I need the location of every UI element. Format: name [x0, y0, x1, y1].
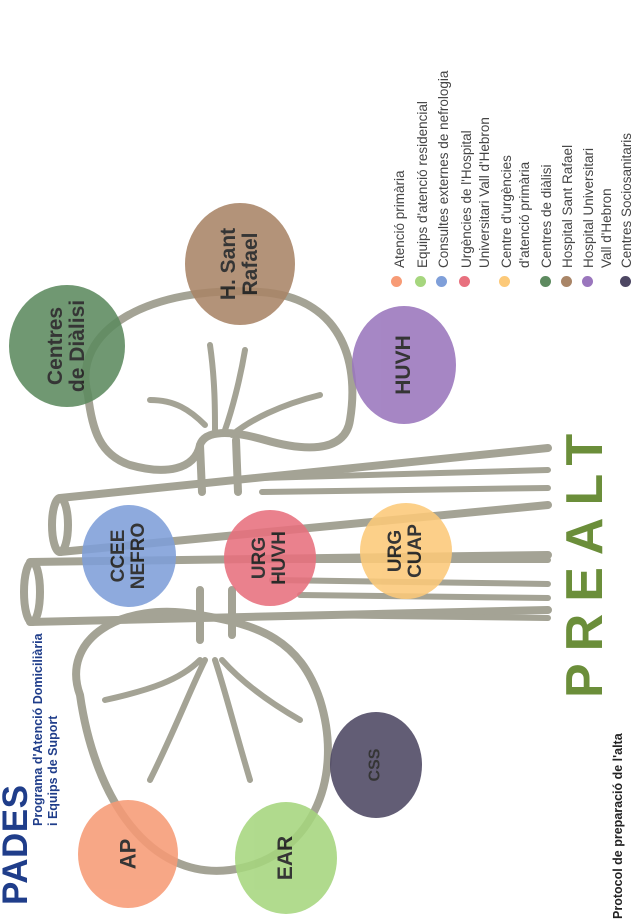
- node-ear[interactable]: EAR: [235, 802, 337, 914]
- legend-label-hospital-universitari-line1: Hospital Universitari: [582, 148, 596, 268]
- node-ccee-nefro-line2: NEFRO: [129, 523, 149, 590]
- node-huvh-label: HUVH: [393, 335, 415, 395]
- legend-label-centre-urgencies-line2: d'atenció primària: [518, 162, 532, 268]
- prealt-title: PREALT: [555, 422, 615, 698]
- node-css-label: CSS: [368, 749, 385, 782]
- node-urg-cuap-line1: URG: [386, 524, 406, 578]
- pades-subtitle-line2: i Equips de Suport: [46, 716, 60, 826]
- node-ear-line1: EAR: [275, 836, 297, 880]
- legend-dot-atencio-primaria: [391, 276, 402, 287]
- node-huvh[interactable]: HUVH: [352, 306, 456, 424]
- node-ap-label: AP: [116, 839, 139, 870]
- node-urg-huvh-label: URG HUVH: [250, 531, 290, 585]
- node-css-line1: CSS: [368, 749, 385, 782]
- node-ear-label: EAR: [275, 836, 297, 880]
- legend-dot-equips-atencio-residencial: [415, 276, 426, 287]
- legend-label-hospital-universitari-line2: Vall d'Hebron: [600, 188, 614, 268]
- node-urg-cuap-line2: CUAP: [406, 524, 426, 578]
- node-ccee-nefro-label: CCEE NEFRO: [109, 523, 149, 590]
- node-centres-dialisi-line2: de Diàlisi: [67, 300, 89, 392]
- legend-dot-centres-sociosanitaris: [620, 276, 631, 287]
- node-h-sant-rafael-line1: H. Sant: [218, 228, 240, 300]
- node-urg-cuap-label: URG CUAP: [386, 524, 426, 578]
- legend-label-centres-dialisi: Centres de diàlisi: [540, 164, 554, 268]
- node-urg-cuap[interactable]: URG CUAP: [360, 503, 452, 599]
- legend-dot-hospital-universitari: [582, 276, 593, 287]
- node-ccee-nefro[interactable]: CCEE NEFRO: [82, 505, 176, 607]
- pades-subtitle-line1: Programa d'Atenció Domiciliària: [31, 633, 45, 826]
- prealt-subtitle: Protocol de preparació de l'alta: [611, 733, 625, 919]
- node-ap[interactable]: AP: [78, 800, 178, 908]
- node-centres-dialisi-line1: Centres: [45, 300, 67, 392]
- legend-label-centre-urgencies-line1: Centre d'urgències: [500, 155, 514, 268]
- node-h-sant-rafael-line2: Rafael: [240, 228, 262, 300]
- legend-label-urgencies-hospital-line1: Urgències de l'Hospital: [460, 130, 474, 268]
- legend-dot-consultes-externes: [436, 276, 447, 287]
- node-huvh-line1: HUVH: [393, 335, 415, 395]
- legend-label-atencio-primaria: Atenció primària: [393, 170, 407, 268]
- legend-label-urgencies-hospital-line2: Universitari Vall d'Hebron: [478, 117, 492, 268]
- node-ap-line1: AP: [116, 839, 139, 870]
- node-urg-huvh-line1: URG: [250, 531, 270, 585]
- node-centres-dialisi-label: Centres de Diàlisi: [45, 300, 89, 392]
- legend-dot-centre-urgencies: [499, 276, 510, 287]
- node-h-sant-rafael-label: H. Sant Rafael: [218, 228, 262, 300]
- node-css[interactable]: CSS: [330, 712, 422, 818]
- node-centres-dialisi[interactable]: Centres de Diàlisi: [9, 285, 125, 407]
- legend-label-equips-atencio-residencial: Equips d'atenció residencial: [416, 101, 430, 268]
- node-ccee-nefro-line1: CCEE: [109, 523, 129, 590]
- node-urg-huvh[interactable]: URG HUVH: [224, 510, 316, 606]
- legend-label-consultes-externes: Consultes externes de nefrologia: [437, 71, 451, 268]
- legend-dot-hospital-sant-rafael: [561, 276, 572, 287]
- legend-label-hospital-sant-rafael: Hospital Sant Rafael: [561, 145, 575, 268]
- legend-dot-centres-dialisi: [540, 276, 551, 287]
- node-h-sant-rafael[interactable]: H. Sant Rafael: [185, 203, 295, 325]
- legend-label-centres-sociosanitaris: Centres Sociosanitaris: [620, 133, 634, 268]
- node-urg-huvh-line2: HUVH: [270, 531, 290, 585]
- legend-dot-urgencies-hospital: [459, 276, 470, 287]
